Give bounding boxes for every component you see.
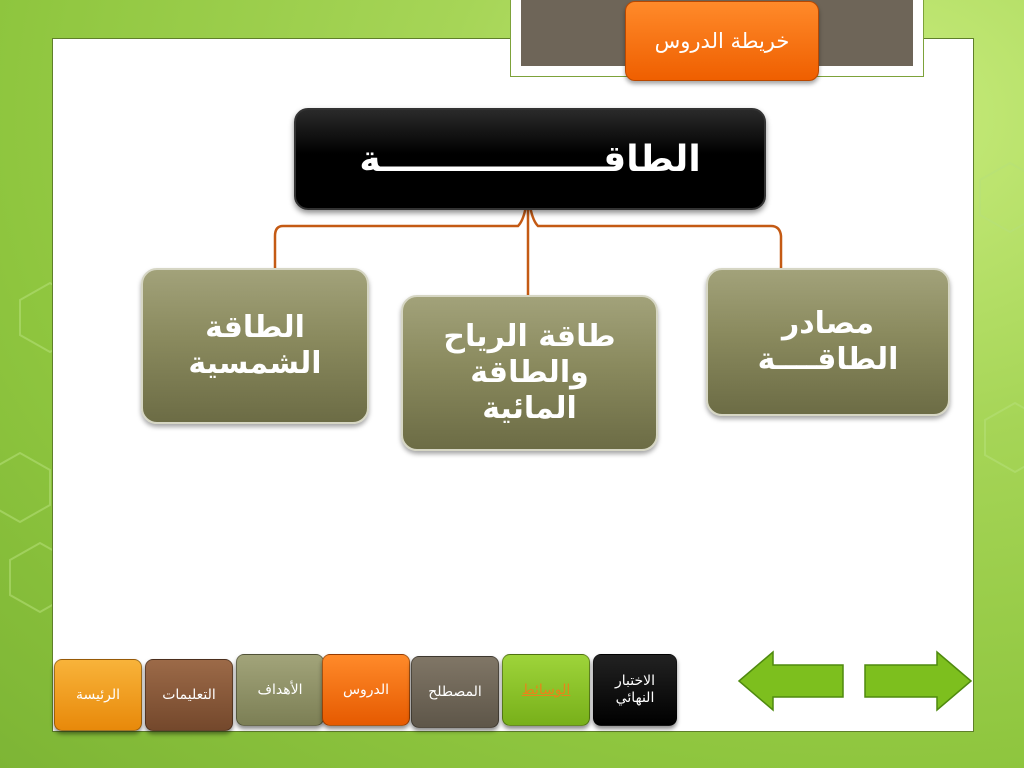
nav-button-objectives[interactable]: الأهداف <box>236 654 324 726</box>
nav-button-media[interactable]: الوسائط <box>502 654 590 726</box>
nav-button-glossary[interactable]: المصطلح <box>411 656 499 728</box>
previous-arrow-icon[interactable] <box>737 650 845 712</box>
nav-button-lessons[interactable]: الدروس <box>322 654 410 726</box>
lessons-map-title: خريطة الدروس <box>625 1 819 81</box>
nav-button-home[interactable]: الرئيسة <box>54 659 142 731</box>
next-arrow-icon[interactable] <box>863 650 973 712</box>
energy-root-node: الطاقــــــــــــــــــة <box>294 108 766 210</box>
node-wind-water-energy[interactable]: طاقة الرياح والطاقة المائية <box>401 295 658 451</box>
node-solar-energy[interactable]: الطاقة الشمسية <box>141 268 369 424</box>
node-energy-sources[interactable]: مصادر الطاقــــة <box>706 268 950 416</box>
nav-button-instructions[interactable]: التعليمات <box>145 659 233 731</box>
nav-button-final-test[interactable]: الاختبار النهائي <box>593 654 677 726</box>
